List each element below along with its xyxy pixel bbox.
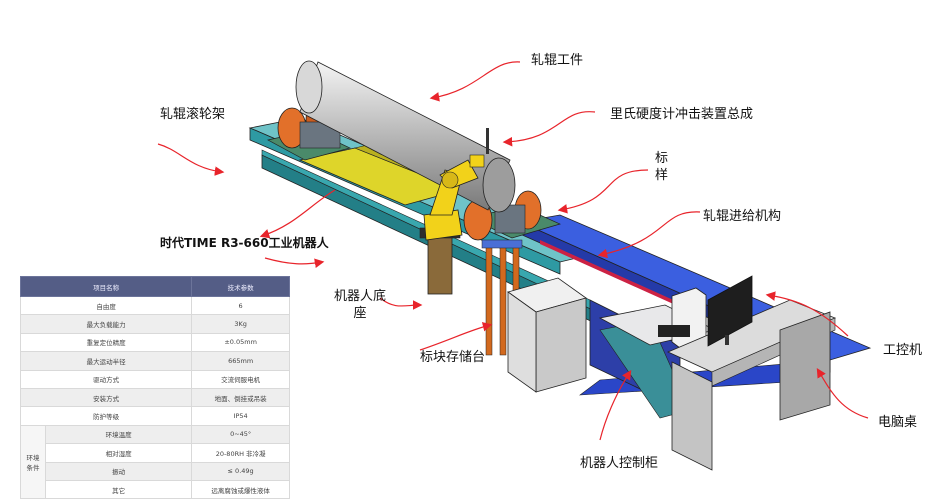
spec-row-name: 重复定位精度 xyxy=(19,332,193,353)
spec-row-value: ≤ 0.49g xyxy=(191,461,290,481)
spec-row-value: 远离腐蚀或爆性液体 xyxy=(191,479,290,500)
spec-row-value: 665mm xyxy=(191,351,290,371)
spec-row-value: 地面、倒挂或吊装 xyxy=(191,387,290,408)
spec-row-name: 安装方式 xyxy=(19,387,193,408)
arrow-workpiece xyxy=(429,61,521,102)
label-sample: 标 样 xyxy=(655,151,669,183)
spec-row-value: 0~45° xyxy=(191,424,290,445)
arrow-robot-up xyxy=(259,189,336,239)
label-robot: 时代TIME R3-660工业机器人 xyxy=(160,236,329,250)
arrow-storage xyxy=(419,322,493,351)
spec-env-row: 振动≤ 0.49g xyxy=(21,461,290,481)
spec-row-name: 最大运动半径 xyxy=(19,351,193,371)
computer-desk xyxy=(667,299,837,471)
spec-row-value: 3Kg xyxy=(191,314,290,334)
arrow-ipc xyxy=(765,291,849,337)
spec-row-value: 交流伺服电机 xyxy=(191,369,290,389)
annotation-arrows xyxy=(157,61,869,441)
ipc-unit xyxy=(658,287,707,349)
arrow-feed xyxy=(597,211,701,259)
arrow-cabinet xyxy=(599,369,632,441)
spec-row-name: 自由度 xyxy=(19,295,193,316)
label-robot-cabinet: 机器人控制柜 xyxy=(580,456,659,471)
spec-row-value: ±0.05mm xyxy=(191,332,290,353)
industrial-robot xyxy=(419,128,489,295)
spec-header-value: 技术参数 xyxy=(191,276,290,297)
arrow-hardness-device xyxy=(502,111,596,147)
spec-row: 安装方式地面、倒挂或吊装 xyxy=(19,387,290,408)
spec-row: 重复定位精度±0.05mm xyxy=(19,332,290,353)
label-feed-mechanism: 轧辊进给机构 xyxy=(703,209,782,224)
spec-row-name: 防护等级 xyxy=(19,406,193,426)
arrow-robot-right xyxy=(264,257,325,268)
spec-row-name: 相对湿度 xyxy=(44,443,193,463)
label-block-storage: 标块存储台 xyxy=(420,350,486,365)
arrow-desk xyxy=(816,367,869,419)
label-computer-desk: 电脑桌 xyxy=(878,415,918,430)
arrow-base xyxy=(379,297,423,310)
spec-env-row: 其它远离腐蚀或爆性液体 xyxy=(21,479,290,500)
spec-env-group: 环境 条件 xyxy=(20,424,46,500)
label-hardness-device: 里氏硬度计冲击装置总成 xyxy=(610,107,754,122)
spec-row-value: 20-80RH 非冷凝 xyxy=(191,443,290,463)
spec-row-name: 振动 xyxy=(44,461,193,481)
spec-row-name: 环境温度 xyxy=(44,424,193,445)
arrow-roller-frame xyxy=(157,143,225,176)
spec-row-value: 6 xyxy=(191,295,290,316)
spec-row-name: 最大负载能力 xyxy=(19,314,193,334)
label-ipc: 工控机 xyxy=(883,343,923,358)
spec-row-value: IP54 xyxy=(191,406,290,426)
label-roller-frame: 轧辊滚轮架 xyxy=(160,107,226,122)
spec-header-name: 项目名称 xyxy=(19,276,193,297)
spec-row-name: 其它 xyxy=(44,479,193,500)
label-robot-base: 机器人底 座 xyxy=(334,289,387,321)
spec-row: 驱动方式交流伺服电机 xyxy=(19,369,290,389)
arrow-sample xyxy=(557,169,649,214)
spec-header-row: 项目名称 技术参数 xyxy=(19,276,290,297)
monitor xyxy=(707,275,753,347)
label-workpiece: 轧辊工件 xyxy=(531,53,584,68)
spec-row-name: 驱动方式 xyxy=(19,369,193,389)
robot-control-cabinet xyxy=(507,277,587,393)
